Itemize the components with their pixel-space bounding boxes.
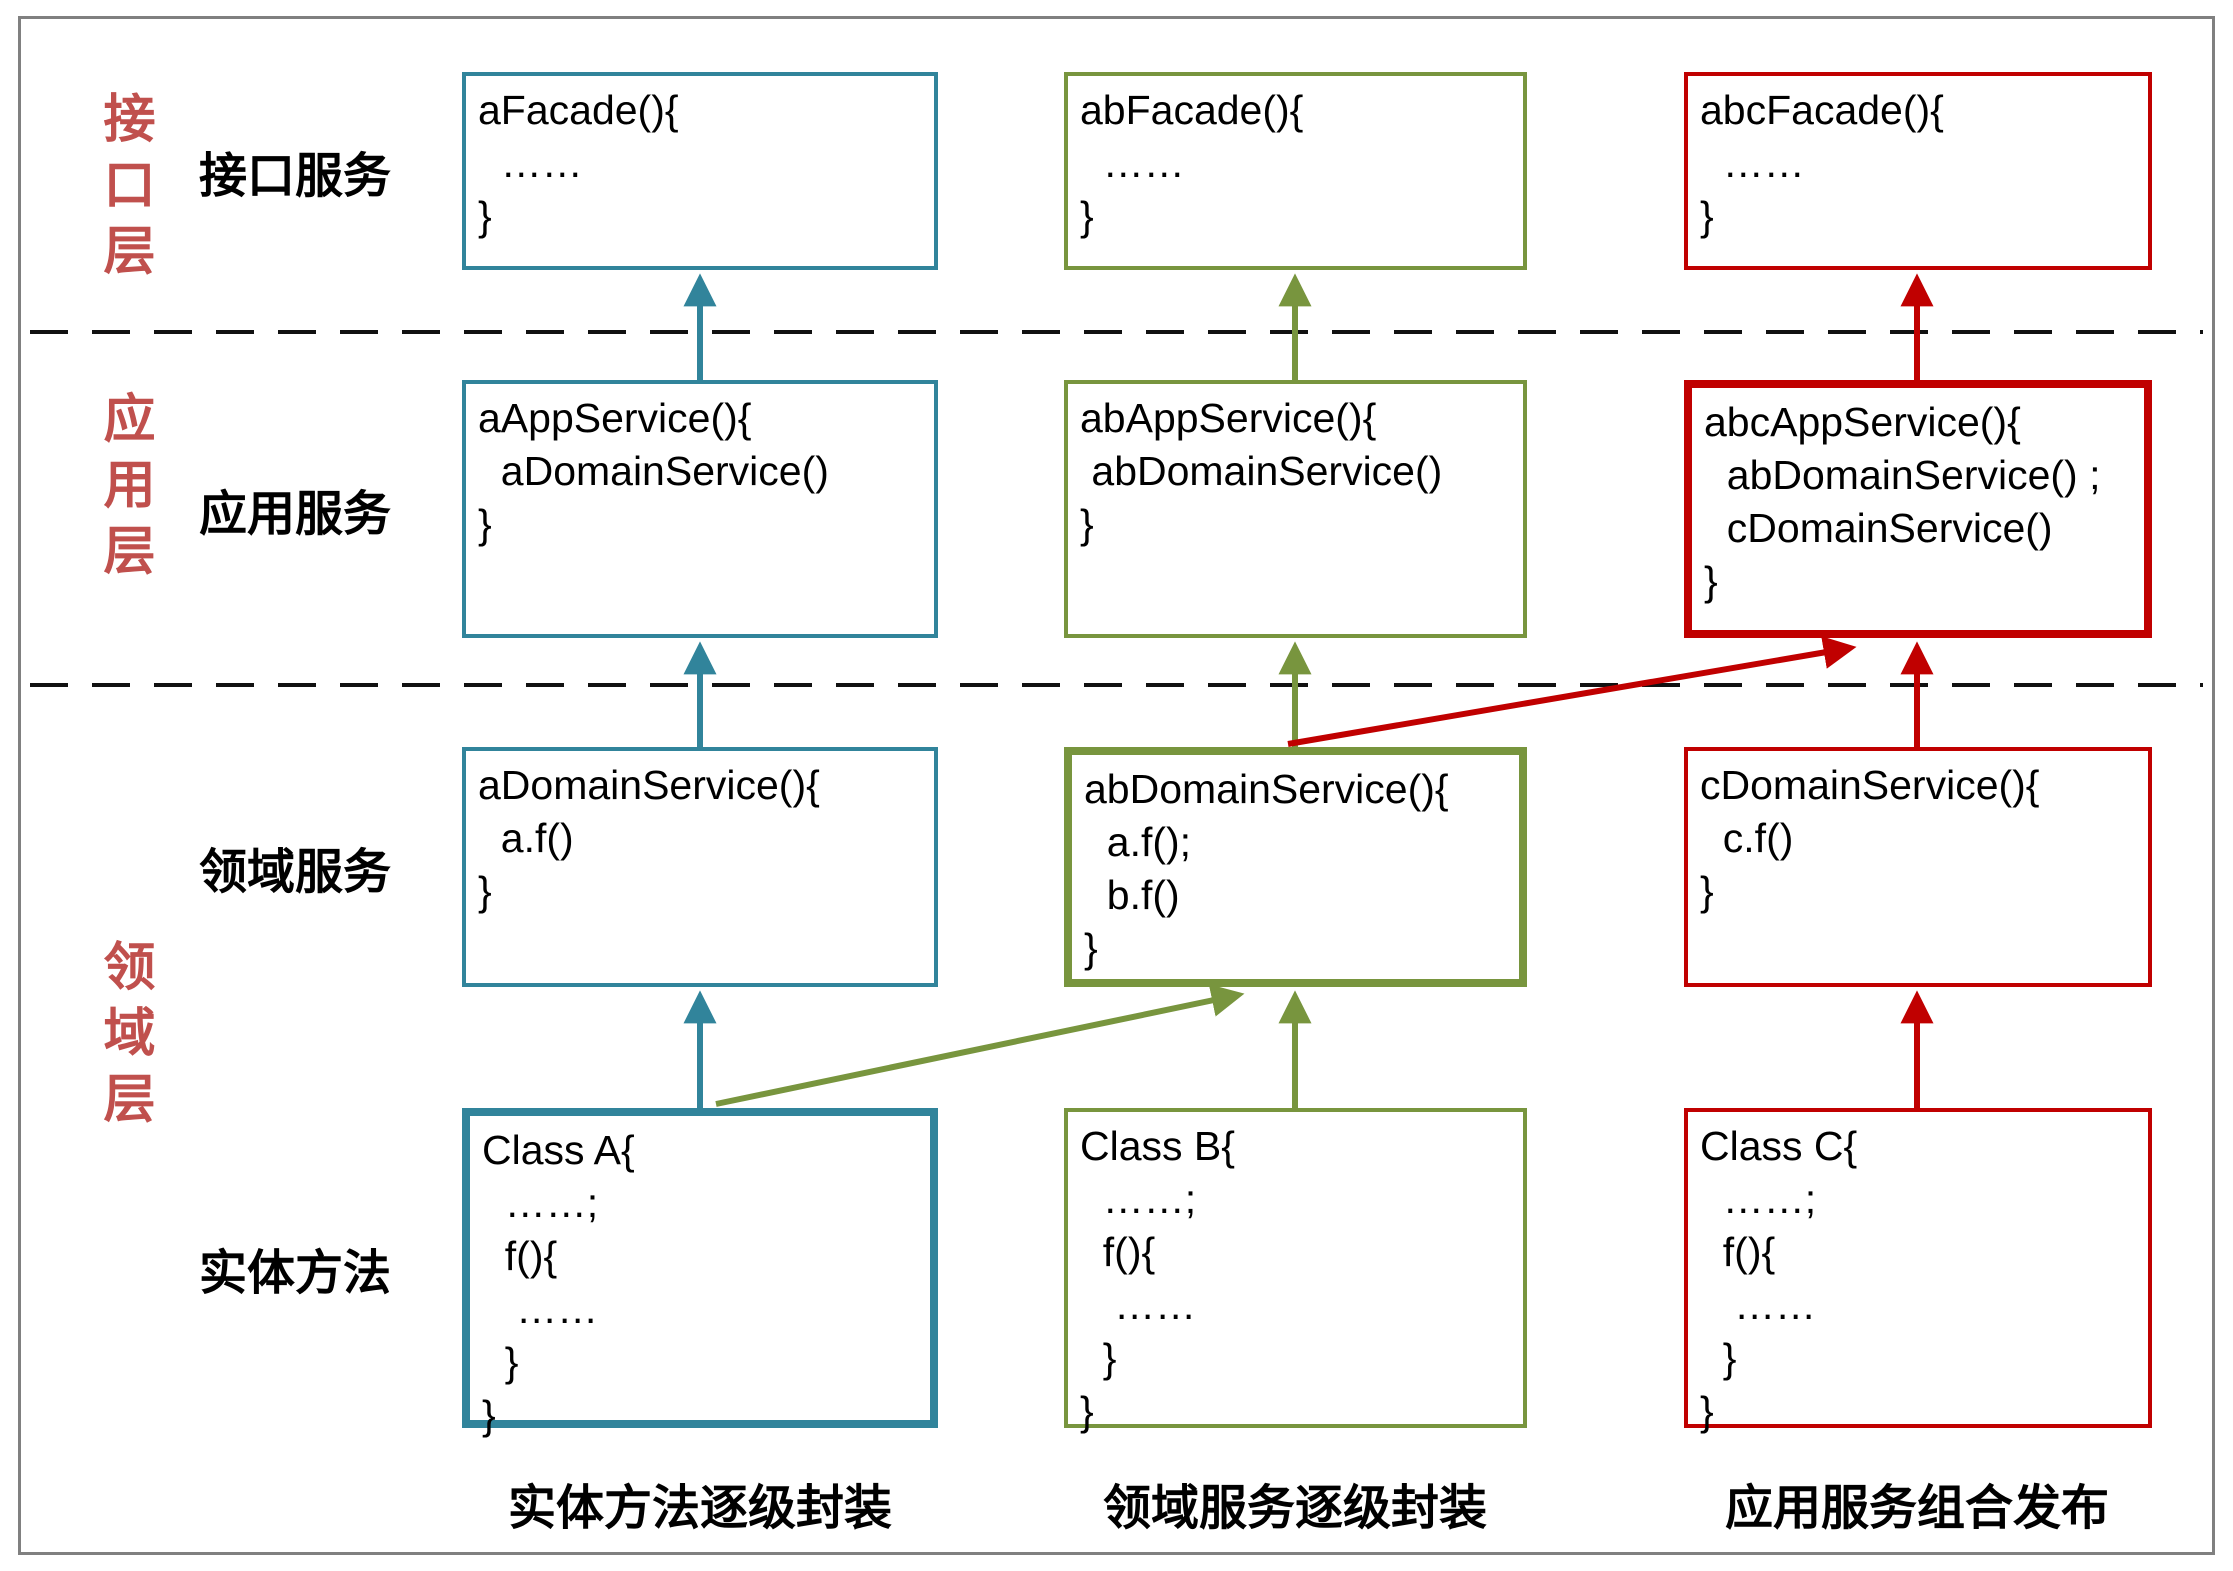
domain-service-box-ab: abDomainService(){ a.f(); b.f() } [1064, 747, 1527, 987]
domain-service-box-a-code: aDomainService(){ a.f() } [478, 762, 820, 914]
app-service-box-ab-code: abAppService(){ abDomainService() } [1080, 395, 1443, 547]
layer-label-domain: 领域层 [95, 939, 153, 1137]
app-service-box-a: aAppService(){ aDomainService() } [462, 380, 938, 638]
layer-label-interface: 接口层 [95, 91, 153, 289]
entity-class-box-a: Class A{ ……; f(){ …… } } [462, 1108, 938, 1438]
facade-box-ab: abFacade(){ …… } [1064, 72, 1527, 270]
app-service-box-abc-code: abcAppService(){ abDomainService() ; cDo… [1704, 399, 2101, 604]
facade-box-a: aFacade(){ …… } [462, 72, 938, 270]
domain-service-box-c-code: cDomainService(){ c.f() } [1700, 762, 2040, 914]
arrow-classA-to-abDomainService [715, 984, 1245, 1107]
entity-class-box-c: Class C{ ……; f(){ …… } } [1684, 1108, 2152, 1434]
arrow-abDomainService-to-abcAppService [1287, 636, 1857, 747]
domain-service-box-ab-code: abDomainService(){ a.f(); b.f() } [1084, 766, 1449, 971]
caption-domain-service-encapsulation: 领域服务逐级封装 [1102, 1482, 1488, 1535]
caption-entity-method-encapsulation: 实体方法逐级封装 [507, 1482, 893, 1535]
entity-class-box-a-code: Class A{ ……; f(){ …… } } [482, 1127, 635, 1438]
entity-class-box-b-code: Class B{ ……; f(){ …… } } [1080, 1123, 1235, 1434]
facade-box-a-code: aFacade(){ …… } [478, 87, 679, 239]
row-label-entity-method: 实体方法 [198, 1247, 392, 1300]
app-service-box-a-code: aAppService(){ aDomainService() } [478, 395, 829, 547]
row-label-interface-service: 接口服务 [198, 150, 392, 203]
row-label-domain-service: 领域服务 [198, 846, 392, 899]
layer-label-application: 应用层 [95, 391, 153, 589]
entity-class-box-c-code: Class C{ ……; f(){ …… } } [1700, 1123, 1858, 1434]
app-service-box-ab: abAppService(){ abDomainService() } [1064, 380, 1527, 638]
facade-box-abc-code: abcFacade(){ …… } [1700, 87, 1944, 239]
facade-box-abc: abcFacade(){ …… } [1684, 72, 2152, 270]
domain-service-box-c: cDomainService(){ c.f() } [1684, 747, 2152, 987]
row-label-application-service: 应用服务 [198, 488, 392, 541]
app-service-box-abc: abcAppService(){ abDomainService() ; cDo… [1684, 380, 2152, 638]
facade-box-ab-code: abFacade(){ …… } [1080, 87, 1304, 239]
entity-class-box-b: Class B{ ……; f(){ …… } } [1064, 1108, 1527, 1434]
domain-service-box-a: aDomainService(){ a.f() } [462, 747, 938, 987]
caption-app-service-composition: 应用服务组合发布 [1724, 1482, 2110, 1535]
